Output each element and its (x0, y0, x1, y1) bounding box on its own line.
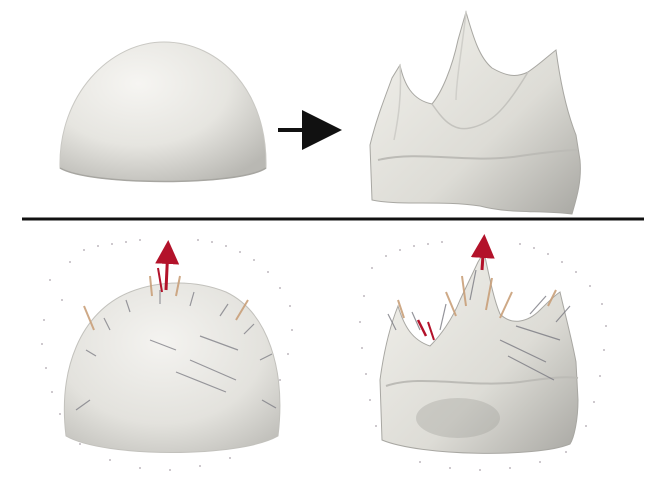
dome-before (59, 41, 267, 183)
dome-vector-field (41, 239, 293, 471)
tooth-vector-field (359, 234, 607, 471)
primary-vector-left (155, 240, 180, 293)
vector-field-points-left (41, 239, 293, 471)
primary-vector-right (416, 234, 495, 341)
vector-field-points-right (359, 241, 607, 471)
tooth-after (369, 10, 581, 215)
